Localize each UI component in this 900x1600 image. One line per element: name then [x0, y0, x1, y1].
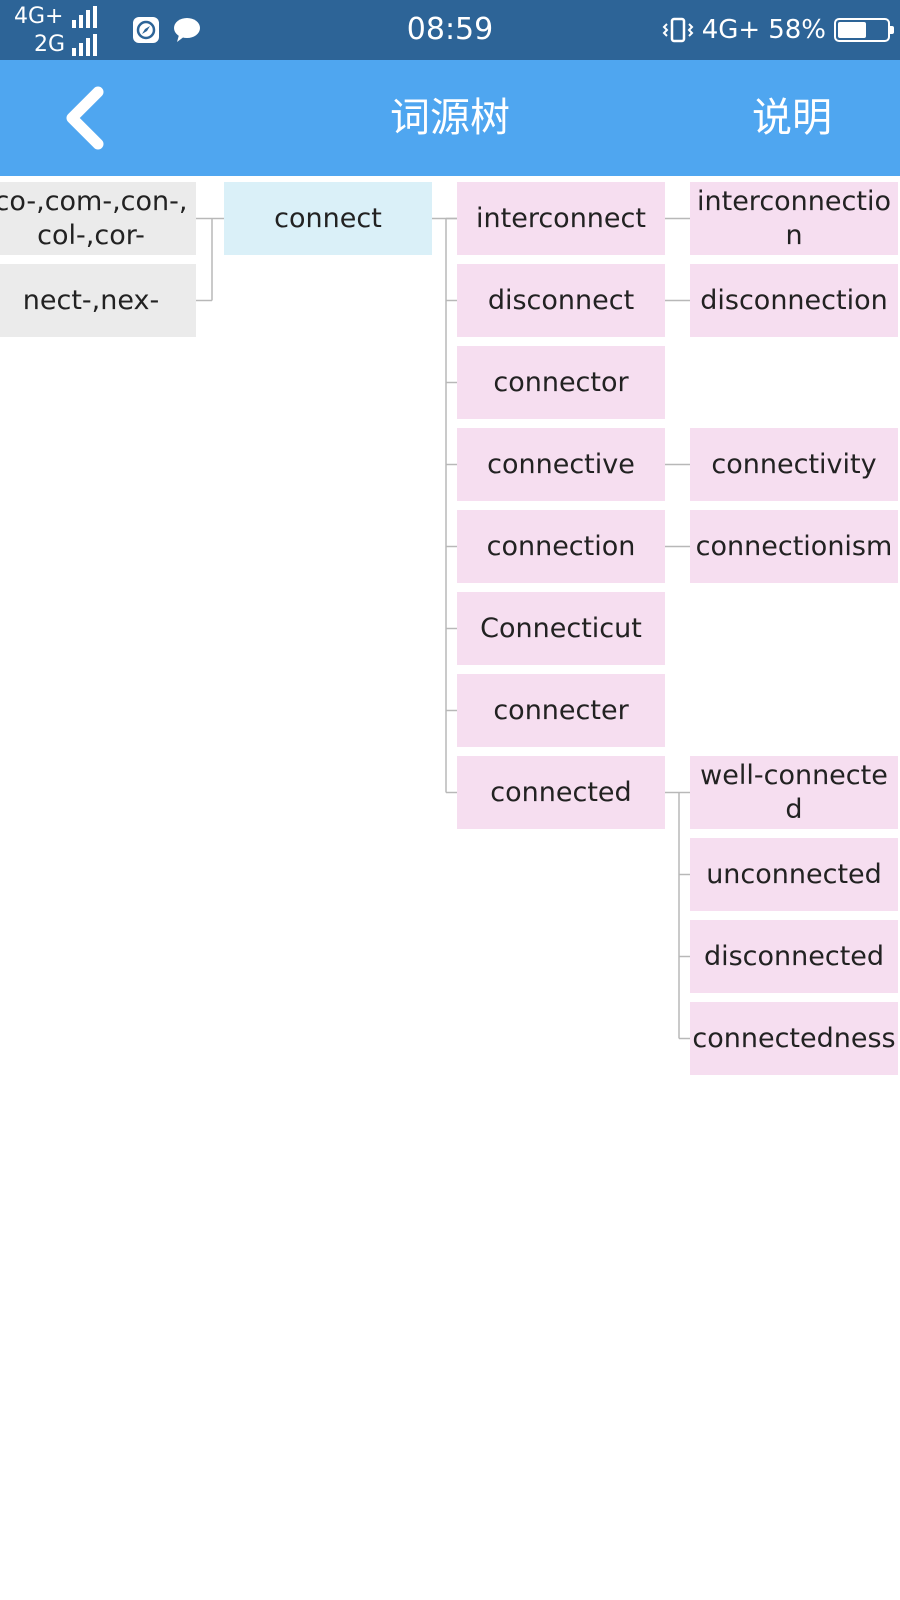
help-button[interactable]: 说明 [752, 95, 832, 141]
battery-percent: 58% [768, 15, 826, 45]
battery-icon [834, 18, 894, 42]
network-type-top: 4G+ [14, 4, 64, 29]
derived-word-node[interactable]: interconnect [457, 182, 665, 255]
child-word-node-label: interconnection [697, 185, 891, 251]
derived-word-node[interactable]: connected [457, 756, 665, 829]
derived-word-node[interactable]: disconnect [457, 264, 665, 337]
nav-bar: 词源树 说明 [0, 60, 900, 176]
child-word-node-label: well-connected [700, 759, 888, 825]
root-node[interactable]: nect-,nex- [0, 264, 196, 337]
network-type-right: 4G+ [701, 15, 761, 45]
etymology-tree: co-,com-,con-,col-,cor-nect-,nex-connect… [0, 176, 900, 1600]
battery-fill [838, 22, 866, 38]
network-type-bottom: 2G [34, 32, 66, 57]
derived-word-node-label: connective [487, 448, 635, 480]
signal-icon [72, 6, 97, 28]
derived-word-node-label: interconnect [476, 202, 646, 234]
derived-word-node[interactable]: connection [457, 510, 665, 583]
child-word-node[interactable]: disconnected [690, 920, 898, 993]
chevron-left-icon[interactable] [58, 84, 118, 152]
child-word-node-label: unconnected [706, 858, 882, 890]
child-word-node[interactable]: well-connected [690, 756, 898, 829]
signal-group: 4G+ 2G [14, 4, 114, 58]
derived-word-node-label: Connecticut [480, 612, 642, 644]
signal-icon-secondary [72, 34, 97, 56]
status-bar: 4G+ 2G 08:59 4G+ 58% [0, 0, 900, 60]
derived-word-node[interactable]: connective [457, 428, 665, 501]
root-node-label: co-,com-,con-,col-,cor- [0, 185, 188, 251]
root-node[interactable]: co-,com-,con-,col-,cor- [0, 182, 196, 255]
child-word-node[interactable]: connectivity [690, 428, 898, 501]
root-node-label: nect-,nex- [22, 284, 160, 316]
derived-word-node-label: connecter [493, 694, 629, 726]
derived-word-node-label: disconnect [487, 284, 635, 316]
child-word-node[interactable]: disconnection [690, 264, 898, 337]
derived-word-node[interactable]: Connecticut [457, 592, 665, 665]
chat-icon [174, 18, 200, 42]
child-word-node[interactable]: unconnected [690, 838, 898, 911]
status-right: 4G+ 58% [662, 12, 894, 48]
compass-icon [133, 17, 159, 43]
child-word-node[interactable]: connectionism [690, 510, 898, 583]
child-word-node-label: connectedness [692, 1022, 896, 1054]
status-time: 08:59 [406, 12, 494, 47]
center-word-node[interactable]: connect [224, 182, 432, 255]
child-word-node[interactable]: connectedness [690, 1002, 898, 1075]
derived-word-node[interactable]: connector [457, 346, 665, 419]
derived-word-node-label: connector [493, 366, 629, 398]
child-word-node-label: connectivity [711, 448, 877, 480]
child-word-node-label: disconnection [700, 284, 888, 316]
child-word-node-label: connectionism [695, 530, 893, 562]
tree-connectors [196, 217, 690, 1040]
derived-word-node-label: connected [490, 776, 632, 808]
vibrate-icon [662, 17, 694, 43]
child-word-node[interactable]: interconnection [690, 182, 898, 255]
center-word-node-label: connect [274, 202, 382, 234]
derived-word-node[interactable]: connecter [457, 674, 665, 747]
child-word-node-label: disconnected [703, 940, 885, 972]
derived-word-node-label: connection [486, 530, 636, 562]
